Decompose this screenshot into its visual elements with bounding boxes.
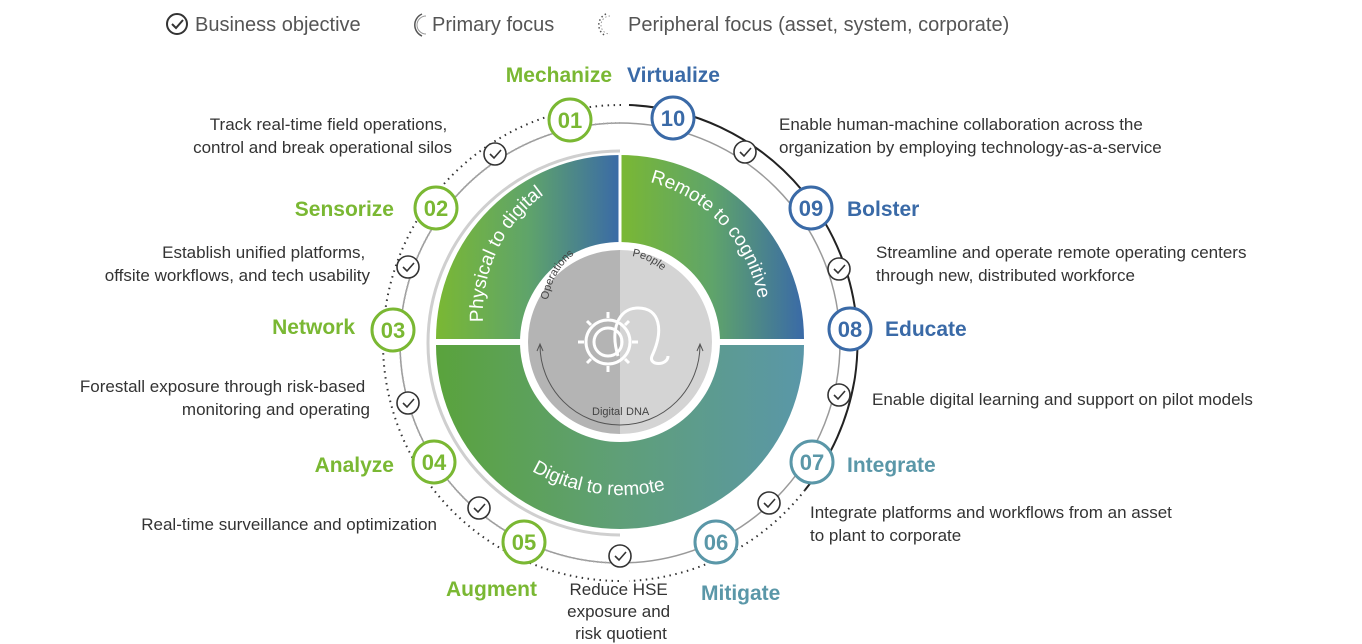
description-virtualize: Enable human-machine collaboration acros… — [779, 115, 1162, 157]
right-primary-ring — [628, 104, 859, 491]
stage-node-07: 07 — [789, 439, 835, 485]
description-educate: Enable digital learning and support on p… — [872, 390, 1253, 409]
legend-peripheral-focus: Peripheral focus (asset, system, corpora… — [628, 14, 1009, 36]
inner-light-ring — [426, 149, 621, 537]
stage-number: 07 — [800, 450, 824, 475]
stage-number: 09 — [799, 196, 823, 221]
check-circle-icon — [827, 257, 851, 281]
check-circle-icon — [467, 496, 491, 520]
stage-descriptions: Track real-time field operations, contro… — [80, 115, 1253, 643]
stage-number: 05 — [512, 530, 536, 555]
check-circle-icon — [608, 544, 632, 568]
peripheral-focus-arc-icon — [598, 13, 611, 37]
stage-node-03: 03 — [370, 307, 416, 353]
description-network: Forestall exposure through risk-based mo… — [80, 377, 370, 419]
stage-label-mitigate: Mitigate — [701, 582, 780, 605]
legend-primary-focus: Primary focus — [432, 14, 554, 36]
primary-focus-arc-icon — [414, 13, 427, 37]
stage-label-augment: Augment — [446, 578, 537, 601]
stage-node-04: 04 — [411, 439, 457, 485]
core-right-half — [620, 250, 712, 434]
stage-label-educate: Educate — [885, 318, 967, 341]
core-label-dna: DNA — [626, 406, 650, 418]
check-circle-icon — [827, 383, 851, 407]
stage-label-sensorize: Sensorize — [295, 198, 394, 221]
stage-number: 03 — [381, 318, 405, 343]
core-left-half — [528, 250, 620, 434]
stage-label-analyze: Analyze — [315, 454, 394, 477]
stage-number: 10 — [661, 106, 685, 131]
check-circle-icon — [396, 391, 420, 415]
stage-node-05: 05 — [501, 519, 547, 565]
stage-node-08: 08 — [827, 306, 873, 352]
stage-label-network: Network — [272, 316, 355, 339]
description-analyze: Real-time surveillance and optimization — [141, 515, 437, 534]
legend: Business objective Primary focus Periphe… — [166, 13, 1009, 37]
core-circle: Operations People Digital DNA — [520, 242, 720, 442]
description-bolster: Streamline and operate remote operating … — [876, 243, 1251, 285]
stage-label-integrate: Integrate — [847, 454, 936, 477]
stage-node-10: 10 — [650, 95, 696, 141]
check-circle-icon — [166, 13, 188, 35]
stage-nodes: 01 02 03 04 05 06 07 08 09 10 — [370, 95, 873, 565]
core-cycle-arrow — [539, 344, 701, 426]
description-mechanize: Track real-time field operations, contro… — [193, 115, 452, 157]
stage-number: 06 — [704, 530, 728, 555]
stage-node-02: 02 — [413, 185, 459, 231]
stage-number: 02 — [424, 196, 448, 221]
stage-node-06: 06 — [693, 519, 739, 565]
legend-business-objective: Business objective — [195, 14, 361, 36]
stage-number: 01 — [558, 108, 582, 133]
stage-label-bolster: Bolster — [847, 198, 919, 221]
check-circle-icon — [396, 255, 420, 279]
check-circle-icon — [483, 142, 507, 166]
description-integrate: Integrate platforms and workflows from a… — [810, 503, 1177, 545]
description-sensorize: Establish unified platforms, offsite wor… — [105, 243, 371, 285]
core-label-digital: Digital — [592, 406, 623, 418]
people-head-icon — [613, 306, 670, 365]
stage-node-09: 09 — [788, 185, 834, 231]
gear-icon — [578, 312, 638, 372]
description-augment: Reduce HSE exposure and risk quotient — [567, 580, 675, 643]
check-circle-icon — [757, 491, 781, 515]
objective-checks — [396, 140, 851, 568]
stage-label-mechanize: Mechanize — [506, 64, 612, 87]
stage-number: 04 — [422, 450, 447, 475]
stage-labels: Mechanize Virtualize Sensorize Network A… — [272, 64, 967, 605]
check-circle-icon — [733, 140, 757, 164]
stage-number: 08 — [838, 317, 862, 342]
stage-node-01: 01 — [547, 97, 593, 143]
stage-label-virtualize: Virtualize — [627, 64, 720, 87]
